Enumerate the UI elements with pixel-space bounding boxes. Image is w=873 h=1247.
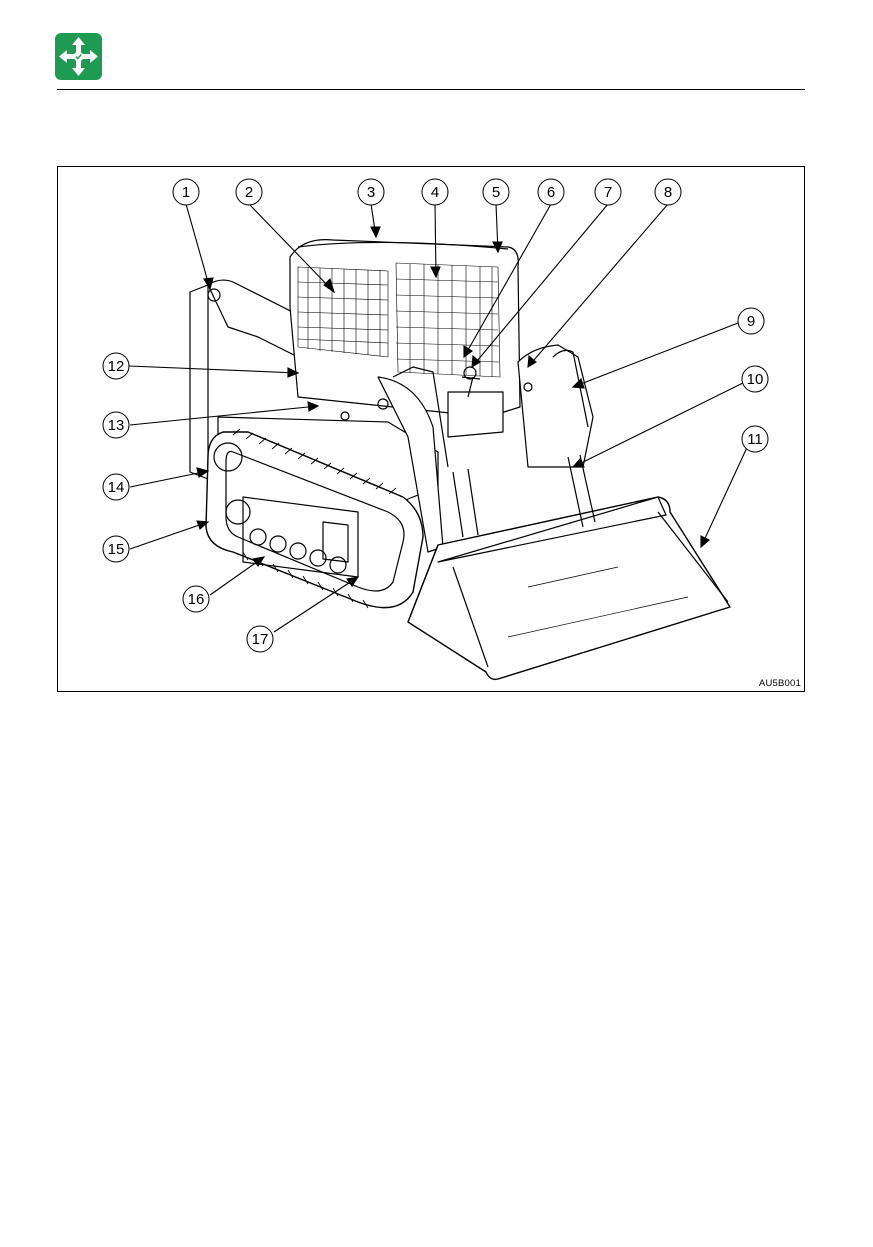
callout-label: 2: [245, 184, 253, 201]
callout-label: 17: [252, 631, 269, 648]
figure-code: AU5B001: [759, 678, 801, 689]
callout-label: 8: [664, 184, 672, 201]
move-arrows-icon: [55, 33, 102, 80]
callout-label: 15: [108, 541, 125, 558]
callout-label: 12: [108, 358, 125, 375]
callout-label: 5: [492, 184, 500, 201]
machine-illustration: 1 2 3 4 5 6 7 8 9 10 11 12 13 14 15 16 1…: [58, 167, 806, 693]
callout-label: 16: [188, 591, 205, 608]
callout-label: 9: [747, 313, 755, 330]
callout-label: 13: [108, 417, 125, 434]
callout-label: 7: [604, 184, 612, 201]
callout-label: 14: [108, 479, 125, 496]
header-rule: [57, 89, 805, 90]
callout-label: 10: [747, 371, 764, 388]
figure-frame: 1 2 3 4 5 6 7 8 9 10 11 12 13 14 15 16 1…: [57, 166, 805, 692]
callout-label: 1: [182, 184, 190, 201]
callout-label: 6: [547, 184, 555, 201]
callout-label: 4: [431, 184, 439, 201]
callout-label: 3: [367, 184, 375, 201]
callout-label: 11: [747, 431, 763, 448]
